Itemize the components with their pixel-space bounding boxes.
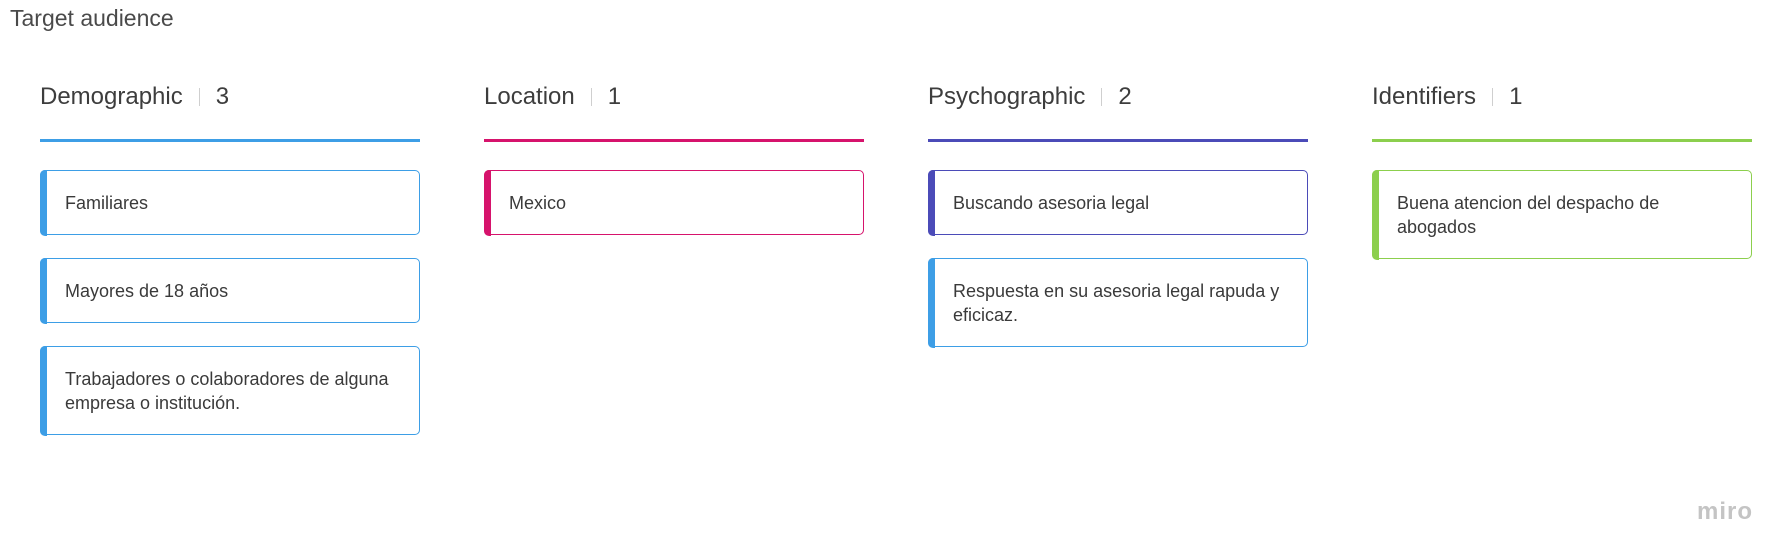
column-rule [928,139,1308,142]
sticky-card[interactable]: Mexico [483,169,864,236]
column-rule [1372,139,1752,142]
column-header: Location 1 [484,80,864,114]
board-title: Target audience [10,5,174,31]
column-psychographic: Psychographic 2 Buscando asesoria legal … [927,80,1308,348]
column-count: 1 [607,83,622,110]
column-header: Psychographic 2 [928,80,1308,114]
card-list: Buena atencion del despacho de abogados [1371,169,1752,282]
column-header: Demographic 3 [40,80,420,114]
sticky-card[interactable]: Trabajadores o colaboradores de alguna e… [39,345,420,436]
column-count: 2 [1118,83,1132,110]
column-demographic: Demographic 3 Familiares Mayores de 18 a… [39,80,420,436]
column-identifiers: Identifiers 1 Buena atencion del despach… [1371,80,1752,260]
sticky-card[interactable]: Buscando asesoria legal [927,169,1308,236]
card-list: Mexico [483,169,864,258]
column-title[interactable]: Location [484,83,575,110]
card-list: Familiares Mayores de 18 años Trabajador… [39,169,420,458]
column-title[interactable]: Identifiers [1372,83,1477,110]
column-location: Location 1 Mexico [483,80,864,236]
miro-logo: miro [1696,498,1753,525]
sticky-card[interactable]: Respuesta en su asesoria legal rapuda y … [927,257,1308,348]
column-count: 1 [1509,83,1523,110]
header-divider [198,88,200,106]
sticky-card[interactable]: Buena atencion del despacho de abogados [1371,169,1752,260]
header-divider [590,88,592,106]
column-title[interactable]: Demographic [40,83,183,110]
sticky-card[interactable]: Mayores de 18 años [39,257,420,324]
header-divider [1101,88,1103,106]
column-count: 3 [215,83,230,110]
card-list: Buscando asesoria legal Respuesta en su … [927,169,1308,370]
sticky-card[interactable]: Familiares [39,169,420,236]
column-header: Identifiers 1 [1372,80,1752,114]
header-divider [1492,88,1494,106]
column-rule [40,139,420,142]
column-title[interactable]: Psychographic [928,83,1086,110]
column-rule [484,139,864,142]
